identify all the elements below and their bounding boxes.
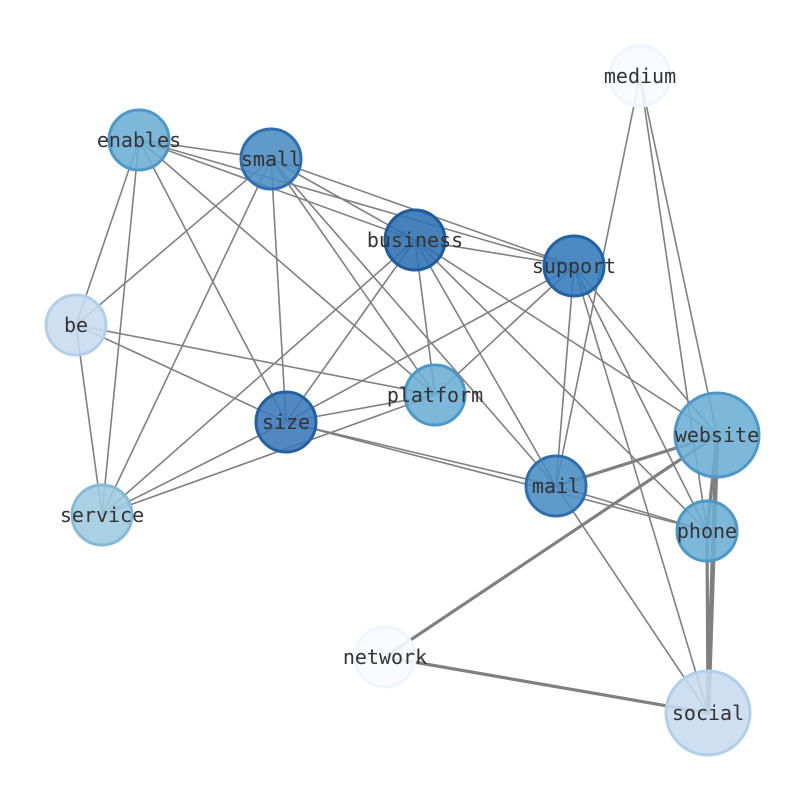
node-circle-mail [524,454,588,518]
node-support: support [532,234,616,298]
node-label-service: service [60,503,144,527]
edge-support-mail [555,265,575,487]
edge-business-mail [414,239,557,487]
nodes-layer: medium enables small business support be platf… [44,44,761,757]
node-circle-social [664,669,752,757]
node-circle-enables [107,108,171,172]
edge-enables-business [138,139,416,241]
node-circle-medium [608,44,672,108]
edge-small-mail [270,158,557,487]
edge-enables-service [101,139,140,516]
edge-platform-service [101,394,436,516]
node-be: be [44,293,108,357]
node-circle-business [383,208,447,272]
node-website: website [673,391,761,479]
edge-support-social [573,265,709,714]
edge-support-platform [434,265,575,396]
edge-support-size [285,265,575,423]
node-label-small: small [241,147,301,171]
node-circle-support [542,234,606,298]
node-label-enables: enables [97,128,181,152]
node-social: social [664,669,752,757]
edge-small-be [75,158,272,326]
node-circle-platform [403,363,467,427]
node-small: small [239,127,303,191]
edge-business-website [414,239,718,436]
node-circle-network [353,625,417,689]
edge-size-service [101,421,287,516]
edge-website-social [705,432,720,716]
edge-be-service [75,324,103,516]
node-network: network [343,625,427,689]
edge-website-network [383,433,719,659]
node-platform: platform [387,363,483,427]
node-mail: mail [524,454,588,518]
node-circle-website [673,391,761,479]
node-circle-small [239,127,303,191]
edge-network-social [383,655,710,715]
node-circle-service [70,483,134,547]
node-circle-size [254,390,318,454]
node-label-support: support [532,254,616,278]
node-circle-be [44,293,108,357]
edge-small-platform [270,158,436,396]
edge-small-size [270,158,287,423]
node-label-business: business [367,228,463,252]
node-business: business [367,208,463,272]
edge-size-phone [285,421,708,532]
node-label-network: network [343,645,427,669]
edge-enables-platform [138,139,436,396]
node-service: service [60,483,144,547]
node-size: size [254,390,318,454]
node-phone: phone [675,499,739,563]
edge-business-phone [414,239,708,532]
edge-size-mail [285,421,557,487]
edge-business-service [101,239,416,516]
edge-small-service [101,158,272,516]
edge-enables-be [75,139,140,326]
edge-business-size [285,239,416,423]
edge-enables-support [138,139,575,267]
edge-be-size [75,324,287,423]
node-label-be: be [64,313,88,337]
node-label-size: size [262,410,310,434]
node-circle-phone [675,499,739,563]
node-enables: enables [97,108,181,172]
node-label-platform: platform [387,383,483,407]
node-label-phone: phone [677,519,737,543]
edge-support-phone [573,265,708,532]
edge-be-platform [75,324,436,396]
node-label-mail: mail [532,474,580,498]
edge-medium-website [639,75,718,436]
node-label-website: website [675,423,759,447]
node-label-social: social [672,701,744,725]
node-label-medium: medium [604,64,676,88]
node-medium: medium [604,44,676,108]
